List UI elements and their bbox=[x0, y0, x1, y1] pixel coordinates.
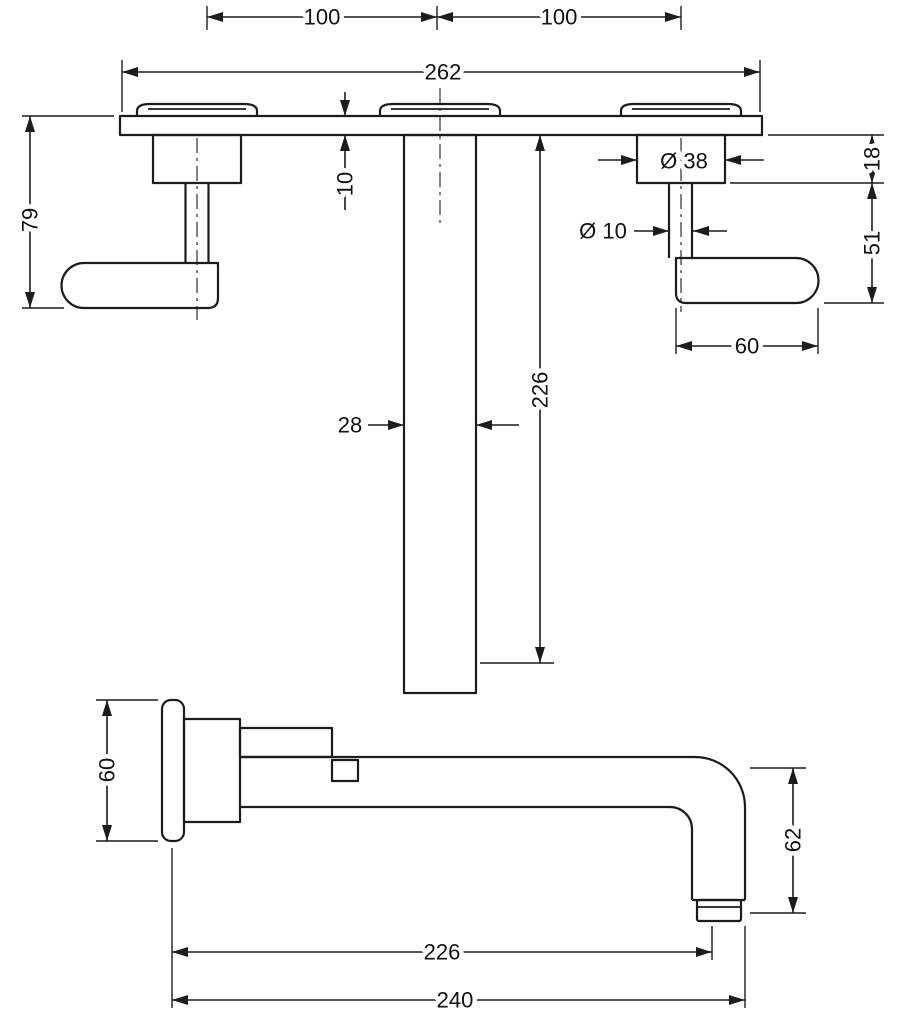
dim-label-lever-reach: 60 bbox=[735, 334, 759, 359]
spout-plan bbox=[402, 133, 478, 695]
side-view: 60 62 226 240 bbox=[90, 698, 810, 1017]
dim-label-stem-diameter: Ø 10 bbox=[579, 219, 627, 244]
dim-label-handle-height: 79 bbox=[18, 208, 43, 232]
escutcheon-flange bbox=[160, 698, 186, 843]
dim-label-reach-overall: 240 bbox=[437, 988, 474, 1013]
mounting-plate bbox=[118, 114, 764, 137]
dim-label-plate-thickness: 10 bbox=[333, 172, 358, 196]
dim-label-spout-length: 226 bbox=[528, 372, 553, 409]
dim-label-sleeve-diameter: Ø 38 bbox=[660, 149, 708, 174]
dimension-lines-top bbox=[25, 12, 877, 663]
left-escutcheon-top bbox=[135, 102, 259, 116]
wall-escutcheon bbox=[160, 698, 360, 843]
right-escutcheon-top bbox=[619, 102, 743, 116]
supply-nipple bbox=[330, 758, 360, 783]
left-handle-sleeve bbox=[151, 133, 243, 185]
dim-label-spout-width: 28 bbox=[338, 413, 362, 438]
dim-label-spacing-right: 100 bbox=[541, 5, 578, 30]
dim-label-lever-length: 51 bbox=[860, 231, 885, 255]
escutcheon-body bbox=[182, 717, 242, 824]
escutcheon-tops bbox=[135, 102, 743, 116]
dim-label-spout-drop: 62 bbox=[781, 828, 806, 852]
spout-profile bbox=[240, 755, 747, 923]
top-view: 100 100 262 10 79 Ø 38 18 Ø 10 51 60 28 … bbox=[13, 0, 889, 695]
left-handle-lever bbox=[60, 261, 220, 310]
mounting-block bbox=[238, 726, 334, 759]
dim-label-spacing-left: 100 bbox=[304, 5, 341, 30]
dim-label-escutcheon-height: 60 bbox=[95, 758, 120, 782]
dimension-lines-side bbox=[102, 700, 798, 1005]
left-handle bbox=[60, 133, 243, 310]
dimension-labels-top: 100 100 262 10 79 Ø 38 18 Ø 10 51 60 28 … bbox=[13, 0, 889, 442]
dimension-labels-side: 60 62 226 240 bbox=[90, 753, 810, 1017]
extension-lines-top bbox=[22, 6, 884, 664]
dim-label-total-width: 262 bbox=[425, 60, 462, 85]
middle-escutcheon-top bbox=[378, 102, 502, 116]
spout-inner-contour bbox=[240, 805, 694, 900]
aerator bbox=[695, 898, 743, 923]
right-handle-lever bbox=[674, 256, 820, 305]
dim-label-sleeve-height: 18 bbox=[860, 147, 885, 171]
dim-label-reach-to-aerator: 226 bbox=[424, 940, 461, 965]
spout-outer-contour bbox=[240, 755, 747, 900]
right-handle bbox=[635, 133, 820, 305]
centerlines bbox=[196, 88, 682, 320]
